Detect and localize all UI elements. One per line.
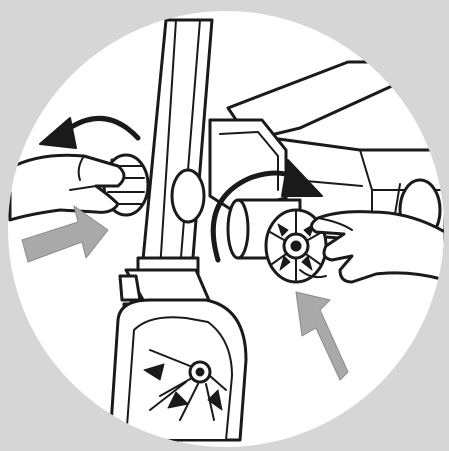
front-wheel <box>110 300 246 440</box>
